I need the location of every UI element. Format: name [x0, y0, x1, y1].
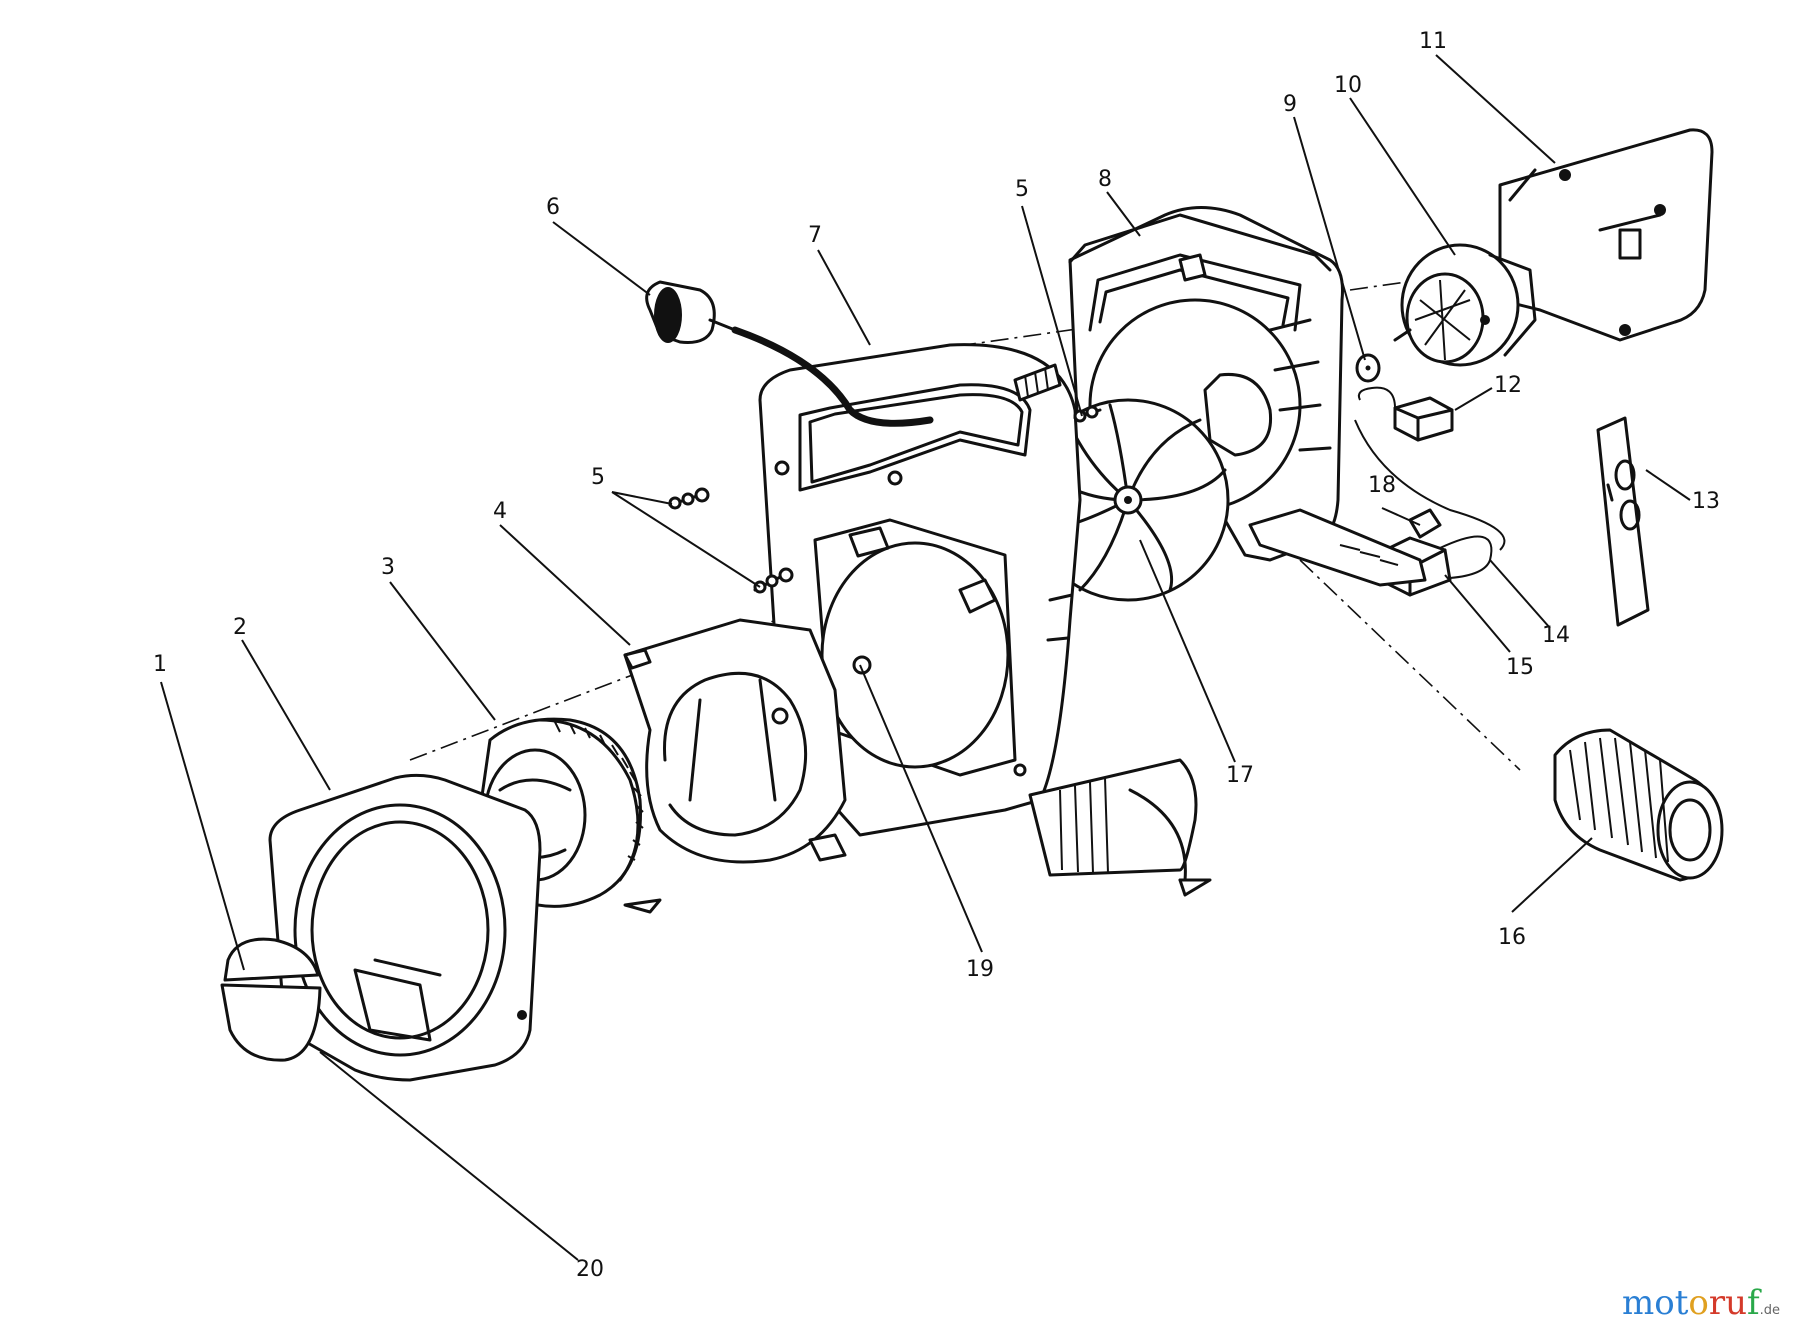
callout-14: 14 — [1542, 623, 1570, 648]
callout-17: 17 — [1226, 763, 1254, 788]
part-motor — [1393, 243, 1537, 367]
part-intake-cover — [268, 773, 542, 1082]
callout-12: 12 — [1494, 373, 1522, 398]
callout-7: 7 — [808, 223, 822, 248]
callout-9: 9 — [1283, 92, 1297, 117]
part-switch-plate — [1596, 416, 1650, 627]
callout-18: 18 — [1368, 473, 1396, 498]
part-front-housing — [758, 343, 1212, 897]
callout-2: 2 — [233, 615, 247, 640]
callout-10: 10 — [1334, 73, 1362, 98]
part-connector — [1357, 386, 1454, 442]
callout-16: 16 — [1498, 925, 1526, 950]
part-cap — [220, 937, 322, 1062]
callout-5-left: 5 — [591, 465, 605, 490]
part-power-cord — [645, 280, 1062, 427]
callout-4: 4 — [493, 499, 507, 524]
watermark-tld: .de — [1759, 1303, 1780, 1318]
watermark-text-1: mot — [1622, 1283, 1689, 1323]
callout-labels: 1 2 3 4 5 5 6 7 8 9 10 11 12 13 14 15 16… — [153, 29, 1720, 1282]
part-screws — [668, 405, 1102, 594]
watermark-text-4: f — [1747, 1283, 1760, 1323]
callout-11: 11 — [1419, 29, 1447, 54]
callout-19: 19 — [966, 957, 994, 982]
callout-20: 20 — [576, 1257, 604, 1282]
watermark-logo: motoruf.de — [1622, 1283, 1780, 1323]
watermark-text-2: o — [1688, 1283, 1709, 1323]
part-nozzle — [1553, 728, 1724, 882]
callout-5-right: 5 — [1015, 177, 1029, 202]
callout-15: 15 — [1506, 655, 1534, 680]
part-intake-ring — [623, 618, 847, 864]
callout-1: 1 — [153, 652, 167, 677]
callout-3: 3 — [381, 555, 395, 580]
leader-lines — [160, 54, 1691, 1261]
callout-8: 8 — [1098, 167, 1112, 192]
watermark-text-3: ru — [1708, 1283, 1748, 1323]
callout-6: 6 — [546, 195, 560, 220]
part-washer — [1355, 353, 1381, 383]
callout-13: 13 — [1692, 489, 1720, 514]
part-motor-cover — [1498, 128, 1714, 342]
